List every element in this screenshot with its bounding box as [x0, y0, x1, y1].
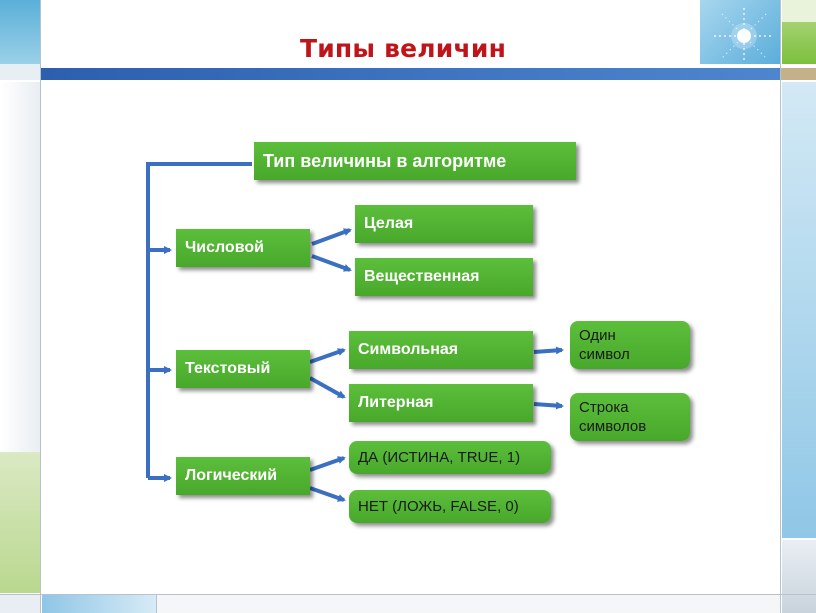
top-left-pale-block — [0, 64, 40, 80]
sparkle-icon — [714, 8, 772, 62]
left-strip-green — [0, 452, 40, 593]
value-true: ДА (ИСТИНА, TRUE, 1) — [349, 441, 551, 474]
value-false-label: НЕТ (ЛОЖЬ, FALSE, 0) — [358, 498, 519, 515]
type-char-label: Символьная — [358, 341, 459, 358]
right-strip-bottom — [782, 540, 816, 613]
top-left-blue-block — [0, 0, 40, 64]
value-false: НЕТ (ЛОЖЬ, FALSE, 0) — [349, 490, 551, 523]
type-char: Символьная — [349, 331, 533, 369]
note-string-chars-line2: символов — [579, 418, 647, 435]
category-numeric-label: Числовой — [185, 239, 264, 256]
header-band-tan — [780, 68, 816, 80]
category-logical-label: Логический — [185, 467, 278, 484]
note-one-char-line2: символ — [579, 346, 630, 363]
category-logical: Логический — [176, 457, 310, 495]
frame-line-left — [40, 0, 41, 613]
left-strip-upper — [0, 82, 40, 452]
note-string-chars-line1: Строка — [579, 399, 629, 416]
note-one-char-text: Один символ — [579, 326, 630, 364]
arrow-to-true — [309, 456, 346, 472]
arrow-to-real — [311, 254, 352, 272]
type-real: Вещественная — [355, 258, 533, 296]
header-band-blue — [40, 68, 780, 80]
note-string-chars-text: Строка символов — [579, 398, 646, 436]
value-true-label: ДА (ИСТИНА, TRUE, 1) — [358, 449, 521, 466]
type-integer: Целая — [355, 205, 533, 243]
arrow-string-note — [533, 401, 564, 410]
bottom-blue-bar — [42, 595, 156, 613]
frame-line-v2 — [156, 594, 157, 613]
frame-line-right — [780, 0, 781, 613]
trunk-line — [146, 162, 252, 478]
root-label: Тип величины в алгоритме — [263, 150, 507, 171]
category-numeric: Числовой — [176, 229, 310, 267]
top-right-pale-block — [782, 0, 816, 22]
arrow-to-integer — [311, 228, 352, 246]
frame-line-bottom — [0, 594, 816, 595]
arrow-to-string — [309, 376, 346, 399]
note-one-char-line1: Один — [579, 327, 616, 344]
root-box: Тип величины в алгоритме — [254, 142, 576, 180]
right-strip-blue — [782, 82, 816, 538]
note-one-char: Один символ — [570, 321, 690, 369]
bottom-strip — [157, 595, 780, 613]
slide-title: Типы величин — [299, 34, 507, 63]
arrow-to-char — [309, 348, 346, 364]
type-string-label: Литерная — [358, 394, 434, 411]
category-text: Текстовый — [176, 350, 310, 388]
bottom-left-blue — [0, 595, 40, 613]
type-string: Литерная — [349, 384, 533, 422]
type-real-label: Вещественная — [364, 268, 480, 285]
category-text-label: Текстовый — [185, 360, 271, 377]
arrow-to-false — [309, 486, 346, 502]
arrow-char-note — [533, 346, 564, 355]
note-string-chars: Строка символов — [570, 393, 690, 441]
type-integer-label: Целая — [364, 215, 414, 232]
